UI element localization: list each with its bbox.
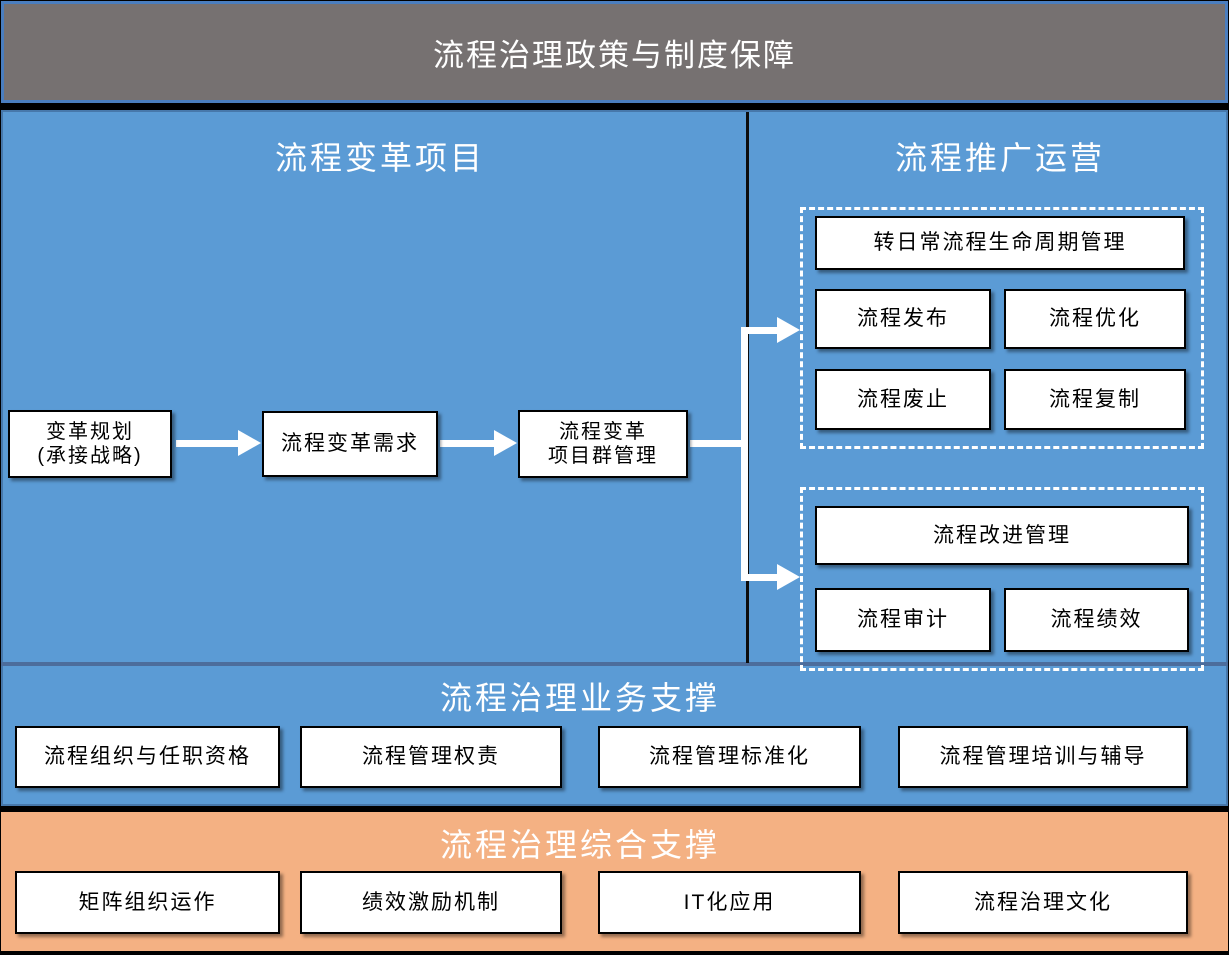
box-process-replication-label: 流程复制 [1049, 387, 1141, 411]
box-process-performance: 流程绩效 [1004, 588, 1189, 652]
box-process-release-label: 流程发布 [857, 307, 949, 331]
box-process-abolition-label: 流程废止 [857, 387, 949, 411]
box-process-audit: 流程审计 [815, 588, 991, 652]
arrow1-shaft [176, 440, 239, 447]
branch-bottom-arrow-head [777, 564, 800, 590]
box-process-optimization: 流程优化 [1004, 289, 1186, 349]
box-incentive-mechanism: 绩效激励机制 [300, 871, 562, 934]
flow-box-change-planning: 变革规划 (承接战略) [8, 410, 172, 478]
general-support-title: 流程治理综合支撑 [439, 827, 720, 863]
box-training-coaching-label: 流程管理培训与辅导 [939, 745, 1147, 769]
branch-inlet-shaft [690, 440, 746, 447]
box-management-responsibility-label: 流程管理权责 [362, 745, 500, 769]
box-it-application: IT化应用 [598, 871, 861, 934]
box-process-replication: 流程复制 [1004, 369, 1186, 430]
branch-vertical-shaft [741, 327, 748, 581]
box-governance-culture: 流程治理文化 [898, 871, 1188, 934]
box-matrix-organization-label: 矩阵组织运作 [78, 890, 217, 914]
box-lifecycle-management: 转日常流程生命周期管理 [815, 216, 1185, 270]
promotion-title: 流程推广运营 [894, 140, 1105, 176]
arrow2-head [494, 430, 517, 456]
change-project-title: 流程变革项目 [274, 140, 485, 176]
improvement-dashed-group [800, 487, 1204, 671]
header-banner: 流程治理政策与制度保障 [1, 1, 1228, 103]
horizontal-divider [1, 662, 1228, 666]
flow-box-change-demand: 流程变革需求 [262, 411, 438, 477]
box-improvement-management-label: 流程改进管理 [933, 523, 1071, 547]
business-support-title: 流程治理业务支撑 [439, 680, 720, 716]
box-lifecycle-management-label: 转日常流程生命周期管理 [873, 231, 1127, 255]
box-improvement-management: 流程改进管理 [815, 506, 1189, 565]
arrow1-head [238, 430, 261, 456]
flow-box-change-planning-line2: (承接战略) [37, 445, 143, 467]
box-incentive-mechanism-label: 绩效激励机制 [362, 890, 500, 914]
box-training-coaching: 流程管理培训与辅导 [898, 726, 1188, 788]
box-process-abolition: 流程废止 [815, 369, 991, 430]
lifecycle-dashed-group [800, 207, 1204, 449]
header-title: 流程治理政策与制度保障 [433, 37, 796, 73]
box-management-standardization: 流程管理标准化 [598, 726, 861, 788]
flow-box-program-management-line2: 项目群管理 [548, 445, 658, 467]
box-process-performance-label: 流程绩效 [1050, 608, 1143, 632]
box-it-application-label: IT化应用 [683, 890, 776, 914]
branch-top-arrow-head [777, 317, 800, 343]
box-management-responsibility: 流程管理权责 [300, 726, 562, 788]
box-process-audit-label: 流程审计 [857, 608, 949, 632]
box-process-optimization-label: 流程优化 [1049, 307, 1141, 331]
arrow2-shaft [440, 440, 495, 447]
branch-bottom-shaft [748, 574, 779, 581]
box-org-qualification: 流程组织与任职资格 [15, 726, 280, 788]
flow-box-change-demand-label: 流程变革需求 [281, 432, 419, 456]
box-matrix-organization: 矩阵组织运作 [15, 871, 280, 934]
flow-box-program-management: 流程变革 项目群管理 [518, 410, 688, 478]
branch-top-shaft [748, 327, 779, 334]
flow-box-change-planning-line1: 变革规划 [46, 421, 134, 443]
flow-box-program-management-line1: 流程变革 [559, 421, 647, 443]
box-governance-culture-label: 流程治理文化 [974, 890, 1112, 914]
box-org-qualification-label: 流程组织与任职资格 [44, 745, 251, 769]
box-management-standardization-label: 流程管理标准化 [649, 745, 810, 769]
box-process-release: 流程发布 [815, 289, 991, 349]
